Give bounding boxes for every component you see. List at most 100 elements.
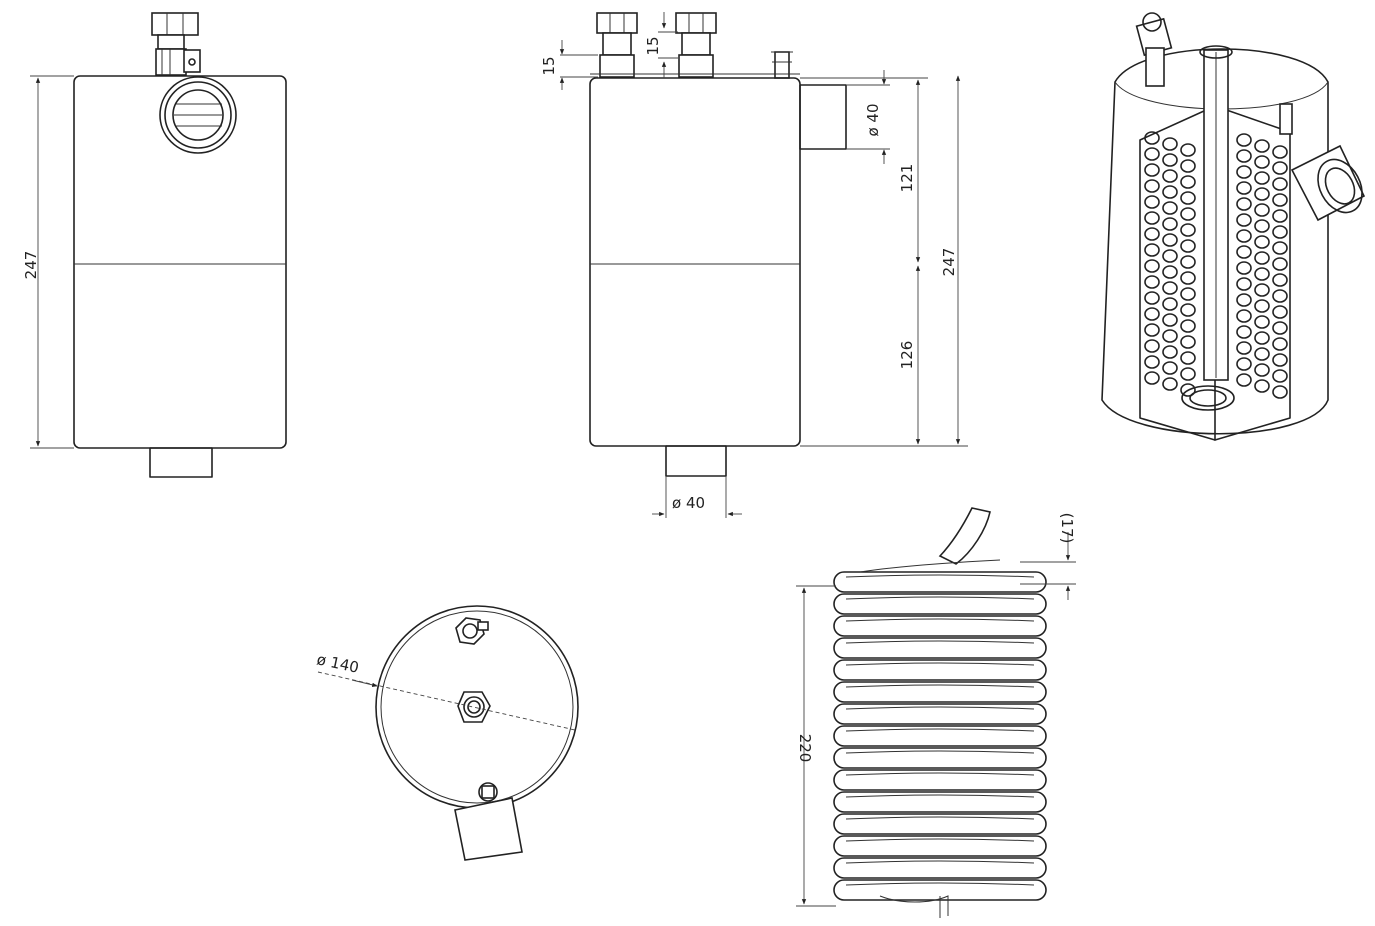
coil-turns — [833, 571, 1047, 901]
coil-turn — [833, 593, 1047, 615]
coil-tube-section — [1180, 351, 1196, 365]
side-fitting-right — [675, 12, 717, 78]
coil-tube-section — [1236, 133, 1252, 147]
coil-tube-section — [1144, 307, 1160, 321]
coil-tube-section — [1236, 197, 1252, 211]
coil-turn — [833, 681, 1047, 703]
cutaway-top-fitting — [1135, 12, 1173, 87]
side-fitting-b-label: 15 — [644, 36, 662, 55]
coil-tube-section — [1236, 325, 1252, 339]
coil-tube-section — [1144, 355, 1160, 369]
coil-tube-section — [1162, 217, 1178, 231]
coil-tube-section — [1272, 305, 1288, 319]
coil-tube-section — [1144, 163, 1160, 177]
coil-tube-section — [1162, 137, 1178, 151]
top-view: ø 140 — [315, 605, 579, 861]
coil-view: (17) 220 — [796, 507, 1076, 918]
top-view-center-fitting — [457, 691, 491, 723]
coil-tube-section — [1254, 139, 1270, 153]
front-bottom-outlet — [149, 447, 213, 478]
coil-tube-section — [1272, 289, 1288, 303]
coil-tube-section — [1180, 175, 1196, 189]
coil-turn — [833, 703, 1047, 725]
coil-tube-section — [1272, 193, 1288, 207]
coil-tube-section — [1162, 249, 1178, 263]
side-total-dimension: 247 — [940, 75, 961, 445]
coil-tube-section — [1236, 341, 1252, 355]
coil-tube-section — [1180, 367, 1196, 381]
coil-tube-section — [1162, 201, 1178, 215]
top-view-outlet — [454, 797, 523, 861]
coil-tube-section — [1272, 177, 1288, 191]
coil-tube-section — [1144, 371, 1160, 385]
coil-tube-section — [1144, 323, 1160, 337]
side-lower-label: 126 — [898, 341, 916, 370]
coil-tube-section — [1236, 229, 1252, 243]
coil-turn — [833, 769, 1047, 791]
coil-tube-section — [1162, 313, 1178, 327]
coil-height-label: 220 — [796, 734, 814, 763]
coil-tube-section — [1272, 273, 1288, 287]
coil-turn — [833, 659, 1047, 681]
coil-tube-section — [1236, 309, 1252, 323]
coil-tube-section — [1162, 265, 1178, 279]
coil-tube-section — [1162, 329, 1178, 343]
coil-tube-section — [1144, 339, 1160, 353]
coil-turn — [833, 725, 1047, 747]
front-height-dimension: 247 — [22, 75, 74, 449]
coil-tube-section — [1180, 223, 1196, 237]
coil-turn — [833, 813, 1047, 835]
coil-tube-section — [1254, 155, 1270, 169]
coil-tube-section — [1254, 171, 1270, 185]
coil-tube-section — [1236, 245, 1252, 259]
coil-tube-section — [1180, 207, 1196, 221]
coil-tube-section — [1144, 131, 1160, 145]
front-top-fitting — [151, 12, 201, 76]
coil-tube-section — [1162, 377, 1178, 391]
coil-top-lead — [938, 507, 991, 565]
coil-tube-section — [1144, 243, 1160, 257]
coil-tube-section — [1254, 219, 1270, 233]
coil-tube-section — [1254, 235, 1270, 249]
top-view-diameter-dimension: ø 140 — [315, 650, 576, 731]
coil-tube-section — [1180, 159, 1196, 173]
coil-height-dimension: 220 — [796, 585, 836, 907]
coil-tube-section — [1180, 143, 1196, 157]
top-view-fitting-upper — [455, 617, 489, 645]
coil-tube-section — [1180, 383, 1196, 397]
top-view-diameter-label: ø 140 — [315, 650, 360, 676]
cutaway-bottom-opening — [1181, 385, 1235, 411]
side-sensor — [771, 51, 793, 79]
coil-tube-section — [1254, 251, 1270, 265]
cutaway-sensor — [1279, 103, 1293, 135]
coil-tube-section — [1236, 277, 1252, 291]
coil-tube-section — [1236, 165, 1252, 179]
front-view: 247 — [22, 12, 287, 478]
coil-turn — [833, 835, 1047, 857]
coil-tube-section — [1272, 161, 1288, 175]
coil-tube-section — [1254, 363, 1270, 377]
coil-pitch-label: (17) — [1058, 513, 1076, 544]
coil-tube-section — [1162, 297, 1178, 311]
coil-tube-section — [1254, 379, 1270, 393]
coil-tube-section — [1162, 361, 1178, 375]
coil-tube-section — [1254, 203, 1270, 217]
side-fitting-a-dimension: 15 — [540, 40, 598, 90]
bottom-outlet-label: ø 40 — [672, 494, 705, 512]
coil-tube-section — [1236, 261, 1252, 275]
side-fitting-a-label: 15 — [540, 56, 558, 75]
coil-tube-section — [1180, 255, 1196, 269]
coil-tube-section — [1180, 303, 1196, 317]
coil-bottom-lead — [879, 895, 949, 918]
coil-tube-section — [1162, 233, 1178, 247]
side-outlet-dimension: ø 40 — [846, 70, 890, 164]
coil-tube-section — [1162, 153, 1178, 167]
coil-turn — [833, 637, 1047, 659]
coil-tube-section — [1254, 315, 1270, 329]
coil-tube-section — [1162, 169, 1178, 183]
coil-tube-section — [1254, 331, 1270, 345]
coil-tube-section — [1236, 213, 1252, 227]
coil-tube-section — [1180, 191, 1196, 205]
coil-tube-section — [1162, 281, 1178, 295]
